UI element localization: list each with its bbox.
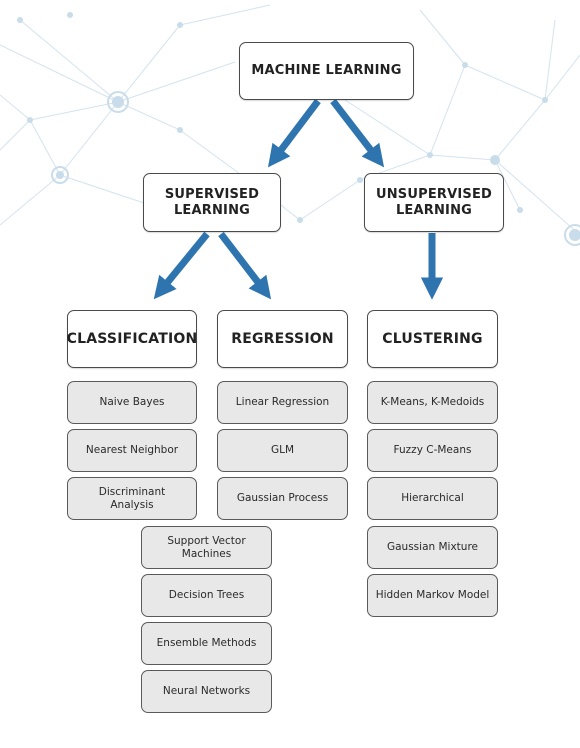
- method-hidden-markov-model: Hidden Markov Model: [367, 574, 498, 617]
- method-ensemble-methods: Ensemble Methods: [141, 622, 272, 665]
- node-supervised-learning: SUPERVISED LEARNING: [143, 173, 281, 232]
- method-support-vector-machines: Support Vector Machines: [141, 526, 272, 569]
- method-naive-bayes: Naive Bayes: [67, 381, 197, 424]
- method-fuzzy-c-means: Fuzzy C-Means: [367, 429, 498, 472]
- method-decision-trees: Decision Trees: [141, 574, 272, 617]
- node-regression: REGRESSION: [217, 310, 348, 368]
- method-linear-regression: Linear Regression: [217, 381, 348, 424]
- method-neural-networks: Neural Networks: [141, 670, 272, 713]
- method-discriminant-analysis: Discriminant Analysis: [67, 477, 197, 520]
- node-clustering: CLUSTERING: [367, 310, 498, 368]
- method-k-means-k-medoids: K-Means, K-Medoids: [367, 381, 498, 424]
- node-machine-learning: MACHINE LEARNING: [239, 42, 414, 100]
- method-gaussian-process: Gaussian Process: [217, 477, 348, 520]
- node-classification: CLASSIFICATION: [67, 310, 197, 368]
- method-gaussian-mixture: Gaussian Mixture: [367, 526, 498, 569]
- node-unsupervised-learning: UNSUPERVISED LEARNING: [364, 173, 504, 232]
- method-hierarchical: Hierarchical: [367, 477, 498, 520]
- method-nearest-neighbor: Nearest Neighbor: [67, 429, 197, 472]
- method-glm: GLM: [217, 429, 348, 472]
